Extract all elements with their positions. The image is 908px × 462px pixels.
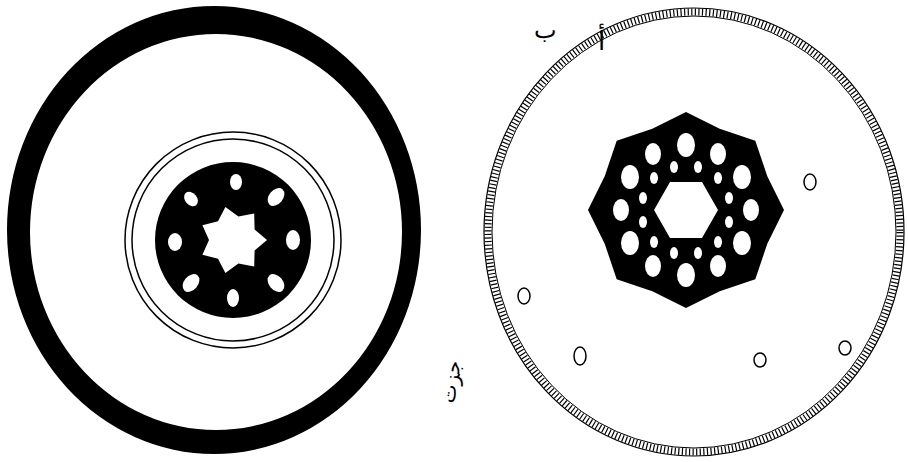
figure-label: أ xyxy=(598,28,605,54)
section-a xyxy=(484,8,904,456)
figure-label: ب xyxy=(534,18,557,42)
section-b xyxy=(7,6,421,454)
figure-label: جزت xyxy=(438,360,465,405)
